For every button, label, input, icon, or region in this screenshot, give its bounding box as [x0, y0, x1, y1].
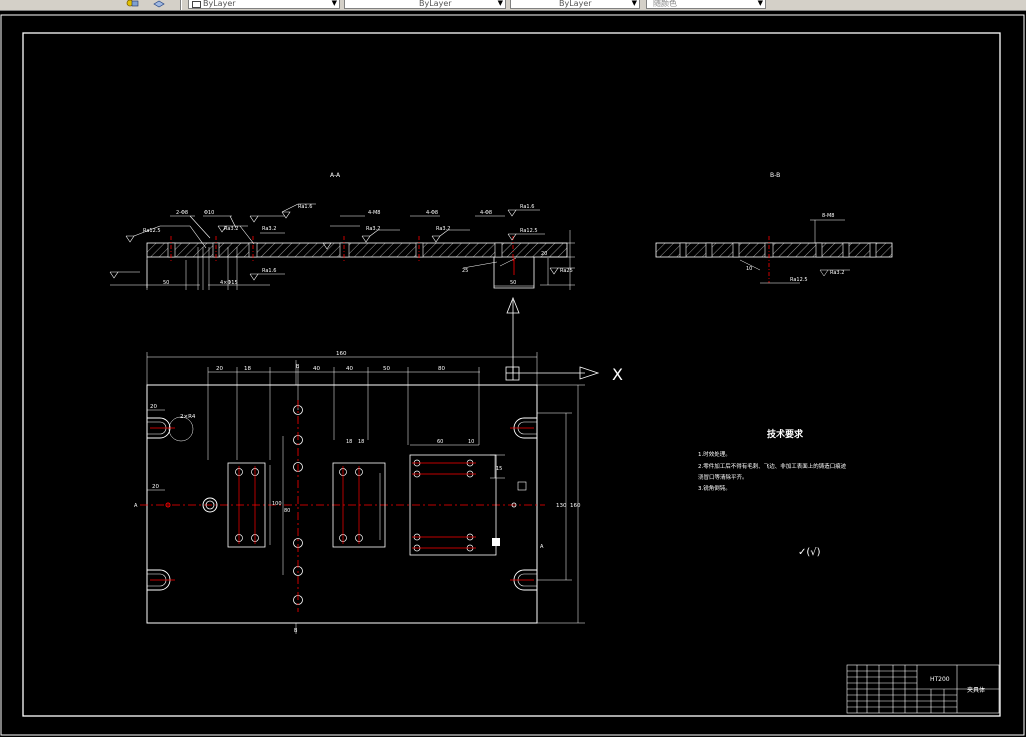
svg-text:80: 80 [284, 508, 290, 514]
color-combo-value: ByLayer [203, 0, 236, 8]
svg-text:15: 15 [496, 466, 502, 472]
title-material: HT200 [930, 676, 950, 683]
color-combo[interactable]: ByLayer ▼ [188, 0, 340, 9]
svg-text:8-M8: 8-M8 [822, 213, 834, 219]
svg-text:2×R4: 2×R4 [180, 414, 196, 420]
svg-text:4-M8: 4-M8 [368, 210, 380, 216]
layer-state-icon[interactable] [126, 0, 140, 8]
axis-label: X [612, 365, 623, 384]
section-a-view: A-A [109, 172, 575, 290]
svg-text:Ra1.6: Ra1.6 [262, 268, 276, 274]
svg-text:2-Φ8: 2-Φ8 [176, 210, 188, 216]
properties-toolbar: ByLayer ▼ ByLayer ▼ ByLayer ▼ 随颜色 ▼ [0, 0, 1026, 11]
layers-icon[interactable] [152, 0, 166, 8]
svg-text:Φ10: Φ10 [204, 210, 214, 216]
svg-text:4-Φ8: 4-Φ8 [426, 210, 438, 216]
svg-text:Ra12.5: Ra12.5 [790, 277, 808, 283]
svg-text:4-Φ8: 4-Φ8 [480, 210, 492, 216]
svg-text:Ra1.6: Ra1.6 [520, 204, 534, 210]
svg-text:Ra25: Ra25 [560, 268, 573, 274]
svg-text:40: 40 [313, 366, 320, 372]
plotstyle-combo-value: 随颜色 [653, 0, 677, 8]
plotstyle-combo[interactable]: 随颜色 ▼ [646, 0, 766, 9]
section-label: A-A [330, 172, 341, 179]
svg-text:Ra3.2: Ra3.2 [436, 226, 450, 232]
lineweight-combo-value: ByLayer [559, 0, 592, 8]
tech-title: 技术要求 [767, 428, 804, 440]
svg-text:18: 18 [358, 439, 364, 445]
tech-item-3: 浇冒口等清除平齐。 [698, 473, 748, 481]
dim-top-80: 80 [438, 366, 445, 372]
chevron-down-icon[interactable]: ▼ [331, 0, 337, 7]
svg-text:40: 40 [346, 366, 353, 372]
svg-text:Ra12.5: Ra12.5 [143, 228, 161, 234]
svg-text:Ra3.2: Ra3.2 [262, 226, 276, 232]
section-label-right: B-B [770, 172, 780, 179]
sheet-outer-border [0, 14, 1025, 736]
svg-text:20: 20 [152, 484, 159, 490]
toolbar-separator [180, 0, 182, 10]
linetype-combo-value: ByLayer [419, 0, 452, 8]
dim-bottom-left: 50 [163, 280, 169, 286]
svg-text:20: 20 [541, 251, 547, 257]
svg-text:Ra3.2: Ra3.2 [366, 226, 380, 232]
ucs-icon [505, 296, 600, 381]
locating-pin [202, 497, 218, 513]
svg-text:4×Φ15: 4×Φ15 [220, 280, 238, 286]
roughness-note: ✓(√) [798, 547, 821, 558]
chevron-down-icon[interactable]: ▼ [497, 0, 503, 7]
color-swatch [192, 1, 201, 8]
svg-text:A: A [540, 544, 544, 550]
dim-overall-width: 160 [336, 351, 347, 357]
dim-left-20: 20 [150, 404, 157, 410]
tech-item-2: 2.零件加工后不得有毛刺、飞边、非加工表面上的铸造口痕迹 [698, 462, 847, 470]
svg-text:18: 18 [244, 366, 251, 372]
dim-height-160: 160 [570, 503, 581, 509]
svg-text:Ra12.5: Ra12.5 [520, 228, 538, 234]
drawing-frame [22, 32, 1001, 717]
svg-text:100: 100 [272, 501, 282, 507]
svg-text:Ra1.6: Ra1.6 [298, 204, 312, 210]
chevron-down-icon[interactable]: ▼ [631, 0, 637, 7]
tech-requirements: 技术要求 1.时效处理。 2.零件加工后不得有毛刺、飞边、非加工表面上的铸造口痕… [698, 428, 847, 558]
plan-view: 160 20 18 40 40 50 80 20 20 130 160 2×R4… [134, 296, 623, 634]
tech-item-4: 3.锐角倒钝。 [698, 484, 731, 492]
svg-text:10: 10 [746, 266, 752, 272]
chevron-down-icon[interactable]: ▼ [757, 0, 763, 7]
section-plate [146, 242, 568, 258]
svg-text:18: 18 [346, 439, 352, 445]
svg-text:10: 10 [468, 439, 474, 445]
svg-text:Ra3.2: Ra3.2 [224, 226, 238, 232]
dim-section-center: 50 [510, 280, 516, 286]
drawing-canvas[interactable]: A-A [0, 11, 1026, 737]
svg-text:60: 60 [437, 439, 443, 445]
title-block [846, 664, 1000, 714]
svg-text:Ra3.2: Ra3.2 [830, 270, 844, 276]
plate-outline [146, 384, 538, 624]
dim-height-130: 130 [556, 503, 567, 509]
title-name: 夹具体 [967, 686, 985, 694]
section-b-view: B-B 8-M8 Ra12.5 Ra3.2 10 [655, 172, 893, 284]
lineweight-combo[interactable]: ByLayer ▼ [510, 0, 640, 9]
svg-text:A: A [134, 503, 138, 509]
linetype-combo[interactable]: ByLayer ▼ [344, 0, 506, 9]
svg-text:25: 25 [462, 268, 468, 274]
tech-item-1: 1.时效处理。 [698, 450, 731, 458]
svg-text:50: 50 [383, 366, 390, 372]
svg-text:B: B [296, 364, 300, 370]
svg-text:20: 20 [216, 366, 223, 372]
